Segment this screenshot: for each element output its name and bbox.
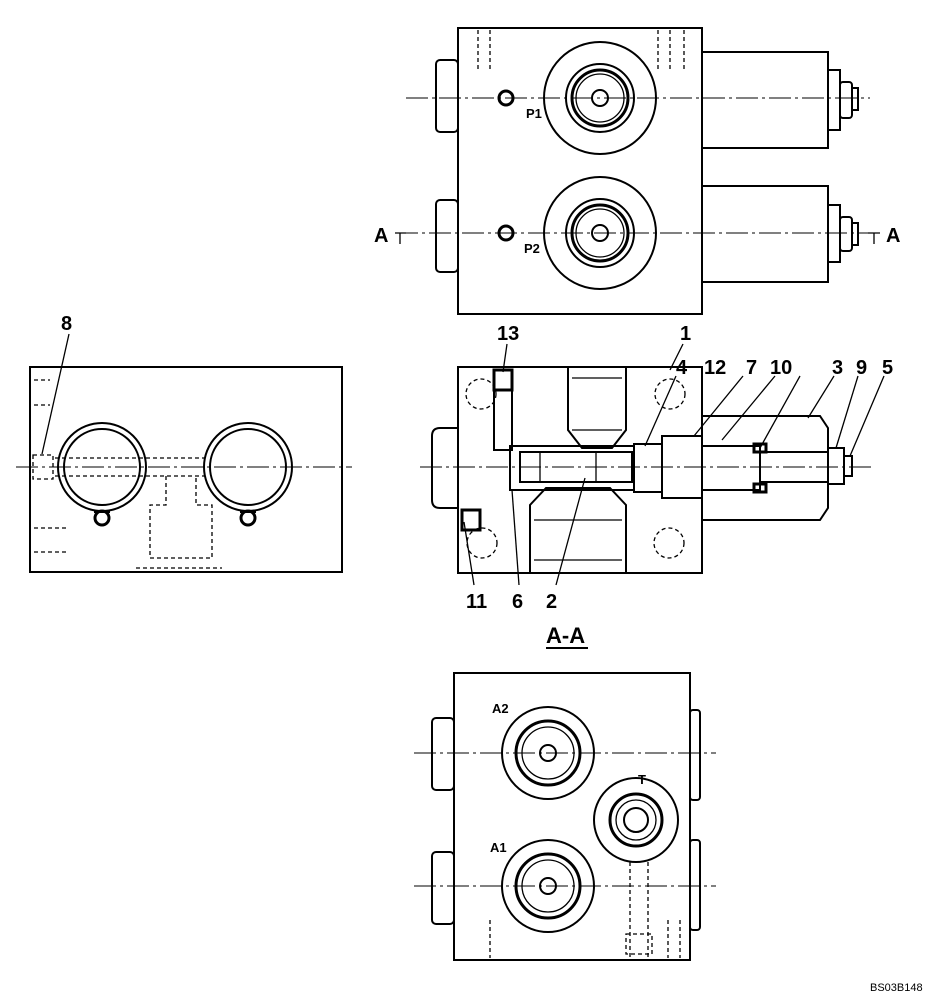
section-view: 13 1 4 12 7 10 3 9 5 11 6 2 A-A [420,323,893,649]
callout-6: 6 [512,591,523,613]
callout-4: 4 [676,357,688,379]
callout-12: 12 [704,357,726,379]
callout-8: 8 [61,313,72,335]
section-mark-right: A [886,225,900,247]
callout-10: 10 [770,357,792,379]
bottom-view: A2 T A1 [414,672,716,961]
port-label-p2: P2 [524,241,540,256]
top-view: P1 P2 A A [374,27,900,315]
callout-9: 9 [856,357,867,379]
drawing-code: BS03B148 [870,982,923,994]
section-mark-left: A [374,225,388,247]
callout-11: 11 [466,591,487,613]
callout-13: 13 [497,323,519,345]
side-view: 8 [16,313,352,573]
port-label-t: T [638,772,646,787]
callout-1: 1 [680,323,691,345]
callout-5: 5 [882,357,893,379]
callout-7: 7 [746,357,757,379]
section-title: A-A [546,623,585,648]
port-label-a1: A1 [490,840,507,855]
callout-2: 2 [546,591,557,613]
port-label-p1: P1 [526,106,542,121]
port-label-a2: A2 [492,701,509,716]
callout-3: 3 [832,357,843,379]
